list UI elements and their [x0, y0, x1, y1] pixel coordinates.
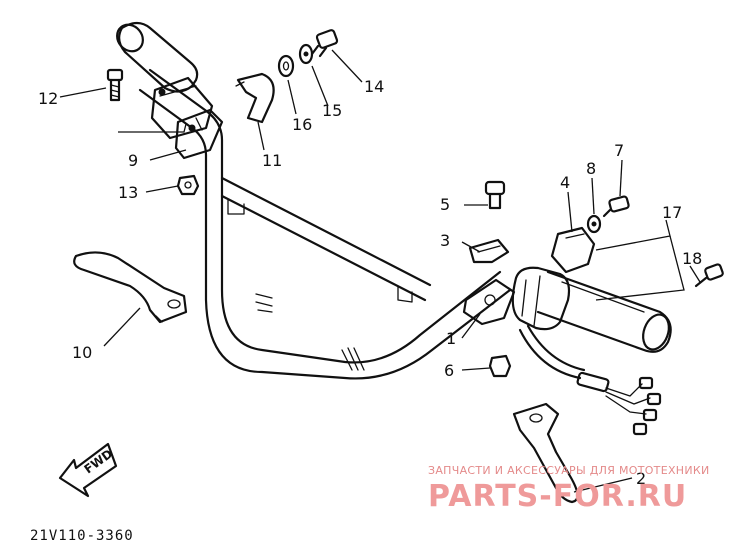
brake-lever-2: [512, 402, 579, 504]
watermark-brand: PARTS-FOR.RU: [428, 479, 687, 514]
callout-7: 7: [614, 141, 624, 160]
callout-8: 8: [586, 159, 596, 178]
cable-holder-11: [235, 72, 275, 124]
clamp-3: [468, 238, 510, 264]
callouts: 1 2 3 4 5 6 7 8 9 10 11 12 13 14 15 16 1…: [38, 77, 702, 488]
callout-9: 9: [128, 151, 138, 170]
callout-6: 6: [444, 361, 454, 380]
throttle-grip: [536, 270, 672, 353]
lever-holder-1: [462, 278, 516, 326]
wire-harness: [518, 324, 662, 436]
callout-10: 10: [72, 343, 92, 362]
watermark-tagline: ЗАПЧАСТИ И АКСЕССУАРЫ ДЛЯ МОТОТЕХНИКИ: [428, 464, 710, 477]
washer-8: [586, 214, 602, 234]
leader-lines: [59, 49, 701, 493]
bolt-12: [106, 68, 124, 102]
callout-11: 11: [262, 151, 282, 170]
handlebar-tube: [138, 68, 512, 380]
left-switch-housing: [150, 76, 214, 140]
callout-1: 1: [446, 329, 456, 348]
lock-washer-15: [298, 43, 314, 65]
left-lever-bracket: [174, 108, 224, 160]
bolt-5: [484, 180, 506, 210]
nut-6: [488, 354, 512, 378]
washer-16: [277, 54, 295, 78]
nut-13: [176, 174, 200, 196]
callout-16: 16: [292, 115, 312, 134]
callout-17: 17: [662, 203, 682, 222]
callout-15: 15: [322, 101, 342, 120]
callout-3: 3: [440, 231, 450, 250]
callout-5: 5: [440, 195, 450, 214]
left-grip: [116, 21, 199, 93]
screw-18: [694, 263, 724, 288]
screw-7: [602, 195, 630, 218]
diagram-code: 21V110-3360: [30, 528, 134, 544]
clutch-lever-10: [73, 251, 188, 324]
callout-14: 14: [364, 77, 384, 96]
callout-12: 12: [38, 89, 58, 108]
watermark: ЗАПЧАСТИ И АКСЕССУАРЫ ДЛЯ МОТОТЕХНИКИ PA…: [428, 464, 710, 514]
throttle-housing-17: [511, 266, 571, 331]
callout-18: 18: [682, 249, 702, 268]
callout-2: 2: [636, 469, 646, 488]
callout-4: 4: [560, 173, 570, 192]
holder-4: [550, 226, 596, 274]
callout-13: 13: [118, 183, 138, 202]
fwd-direction-arrow: FWD: [58, 442, 118, 498]
